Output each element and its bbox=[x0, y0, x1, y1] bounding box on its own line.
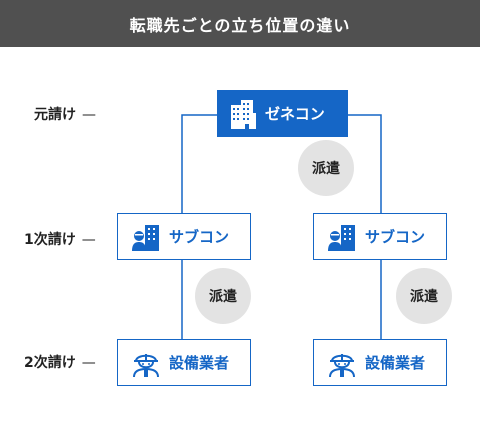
dispatch-badge-left: 派遣 bbox=[195, 268, 251, 324]
node-label: 設備業者 bbox=[169, 354, 230, 372]
node-label: ゼネコン bbox=[265, 105, 325, 123]
tier-label-second: 2次請け — bbox=[24, 352, 96, 372]
tier-label-text: 2次請け bbox=[24, 355, 76, 371]
page-title: 転職先ごとの立ち位置の違い bbox=[0, 0, 480, 47]
worker-building-icon bbox=[131, 222, 161, 252]
dispatch-badge-gc: 派遣 bbox=[298, 140, 354, 196]
node-subcontractor-right: サブコン bbox=[313, 213, 447, 260]
dispatch-badge-right: 派遣 bbox=[396, 268, 452, 324]
worker-building-icon bbox=[327, 222, 357, 252]
node-subcontractor-left: サブコン bbox=[117, 213, 251, 260]
node-label: 設備業者 bbox=[365, 354, 426, 372]
tier-label-text: 1次請け bbox=[24, 232, 76, 248]
node-label: サブコン bbox=[169, 228, 230, 246]
tier-dash: — bbox=[82, 107, 96, 123]
connector-gc-right bbox=[348, 114, 382, 213]
tier-dash: — bbox=[81, 355, 96, 371]
node-general-contractor: ゼネコン bbox=[217, 90, 348, 137]
tier-label-first: 1次請け — bbox=[24, 229, 96, 249]
node-equipment-right: 設備業者 bbox=[313, 339, 447, 386]
node-label: サブコン bbox=[365, 228, 426, 246]
tier-dash: — bbox=[81, 232, 96, 248]
tier-label-prime: 元請け — bbox=[34, 104, 96, 124]
tier-label-text: 元請け bbox=[34, 107, 76, 123]
connector-gc-left bbox=[181, 114, 217, 213]
helmet-worker-icon bbox=[131, 348, 161, 378]
node-equipment-left: 設備業者 bbox=[117, 339, 251, 386]
helmet-worker-icon bbox=[327, 348, 357, 378]
building-icon bbox=[229, 99, 257, 129]
